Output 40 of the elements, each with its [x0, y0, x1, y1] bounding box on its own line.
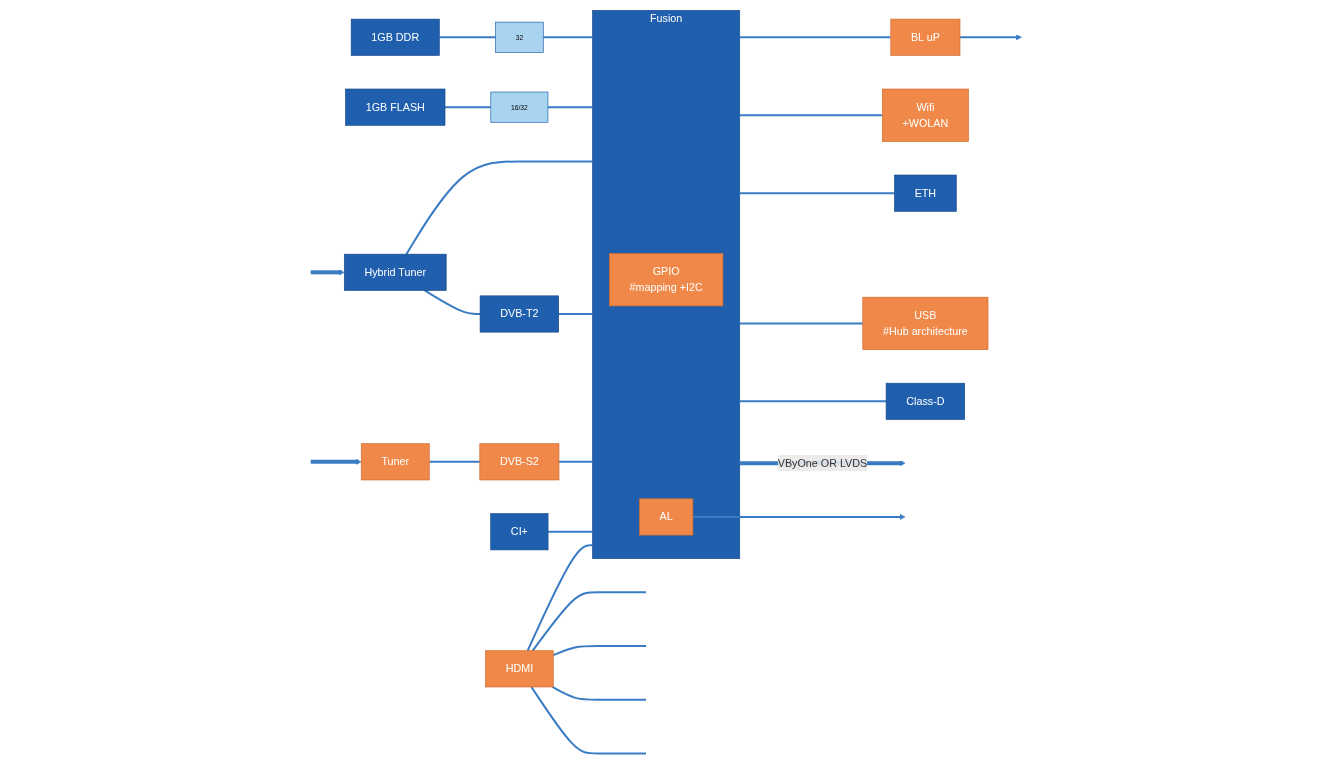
connector [552, 686, 647, 701]
node-box: GPIO #mapping +I2C [609, 253, 724, 307]
connector [548, 106, 593, 109]
connector [548, 530, 593, 533]
edge-label: VByOne OR LVDS [778, 457, 868, 469]
node-box: AL [639, 498, 694, 536]
connector [740, 36, 892, 39]
arrow [960, 34, 1023, 41]
node-box: BL uP [890, 18, 961, 56]
node-box: HDMI [485, 650, 554, 688]
arrow [311, 458, 362, 465]
connector [740, 114, 883, 117]
connector [553, 645, 647, 657]
node-box: Wifi +WOLAN [882, 88, 970, 142]
connector [429, 460, 481, 463]
node-box: DVB-S2 [479, 443, 560, 481]
connector [740, 400, 887, 403]
connector [530, 686, 647, 755]
node-box: CI+ [490, 513, 549, 551]
arrow [311, 269, 345, 276]
node-box: 1GB DDR [351, 18, 440, 56]
node-box: 1GB FLASH [345, 88, 446, 126]
connector [559, 460, 593, 463]
node-box: DVB-T2 [480, 295, 560, 333]
connector [740, 192, 895, 195]
node-box: ETH [894, 174, 957, 212]
connector [445, 106, 492, 109]
connector [527, 544, 593, 652]
connector [532, 591, 647, 652]
node-box: Class-D [886, 382, 966, 420]
arrow [693, 514, 906, 520]
connector [543, 36, 593, 39]
node-box: Hybrid Tuner [344, 253, 447, 291]
node-box: Tuner [361, 443, 430, 481]
connector [740, 322, 864, 325]
connector [405, 160, 593, 255]
connector [559, 313, 593, 315]
connector [439, 36, 496, 39]
node-box: USB #Hub architecture [862, 296, 989, 350]
connector [424, 289, 481, 315]
